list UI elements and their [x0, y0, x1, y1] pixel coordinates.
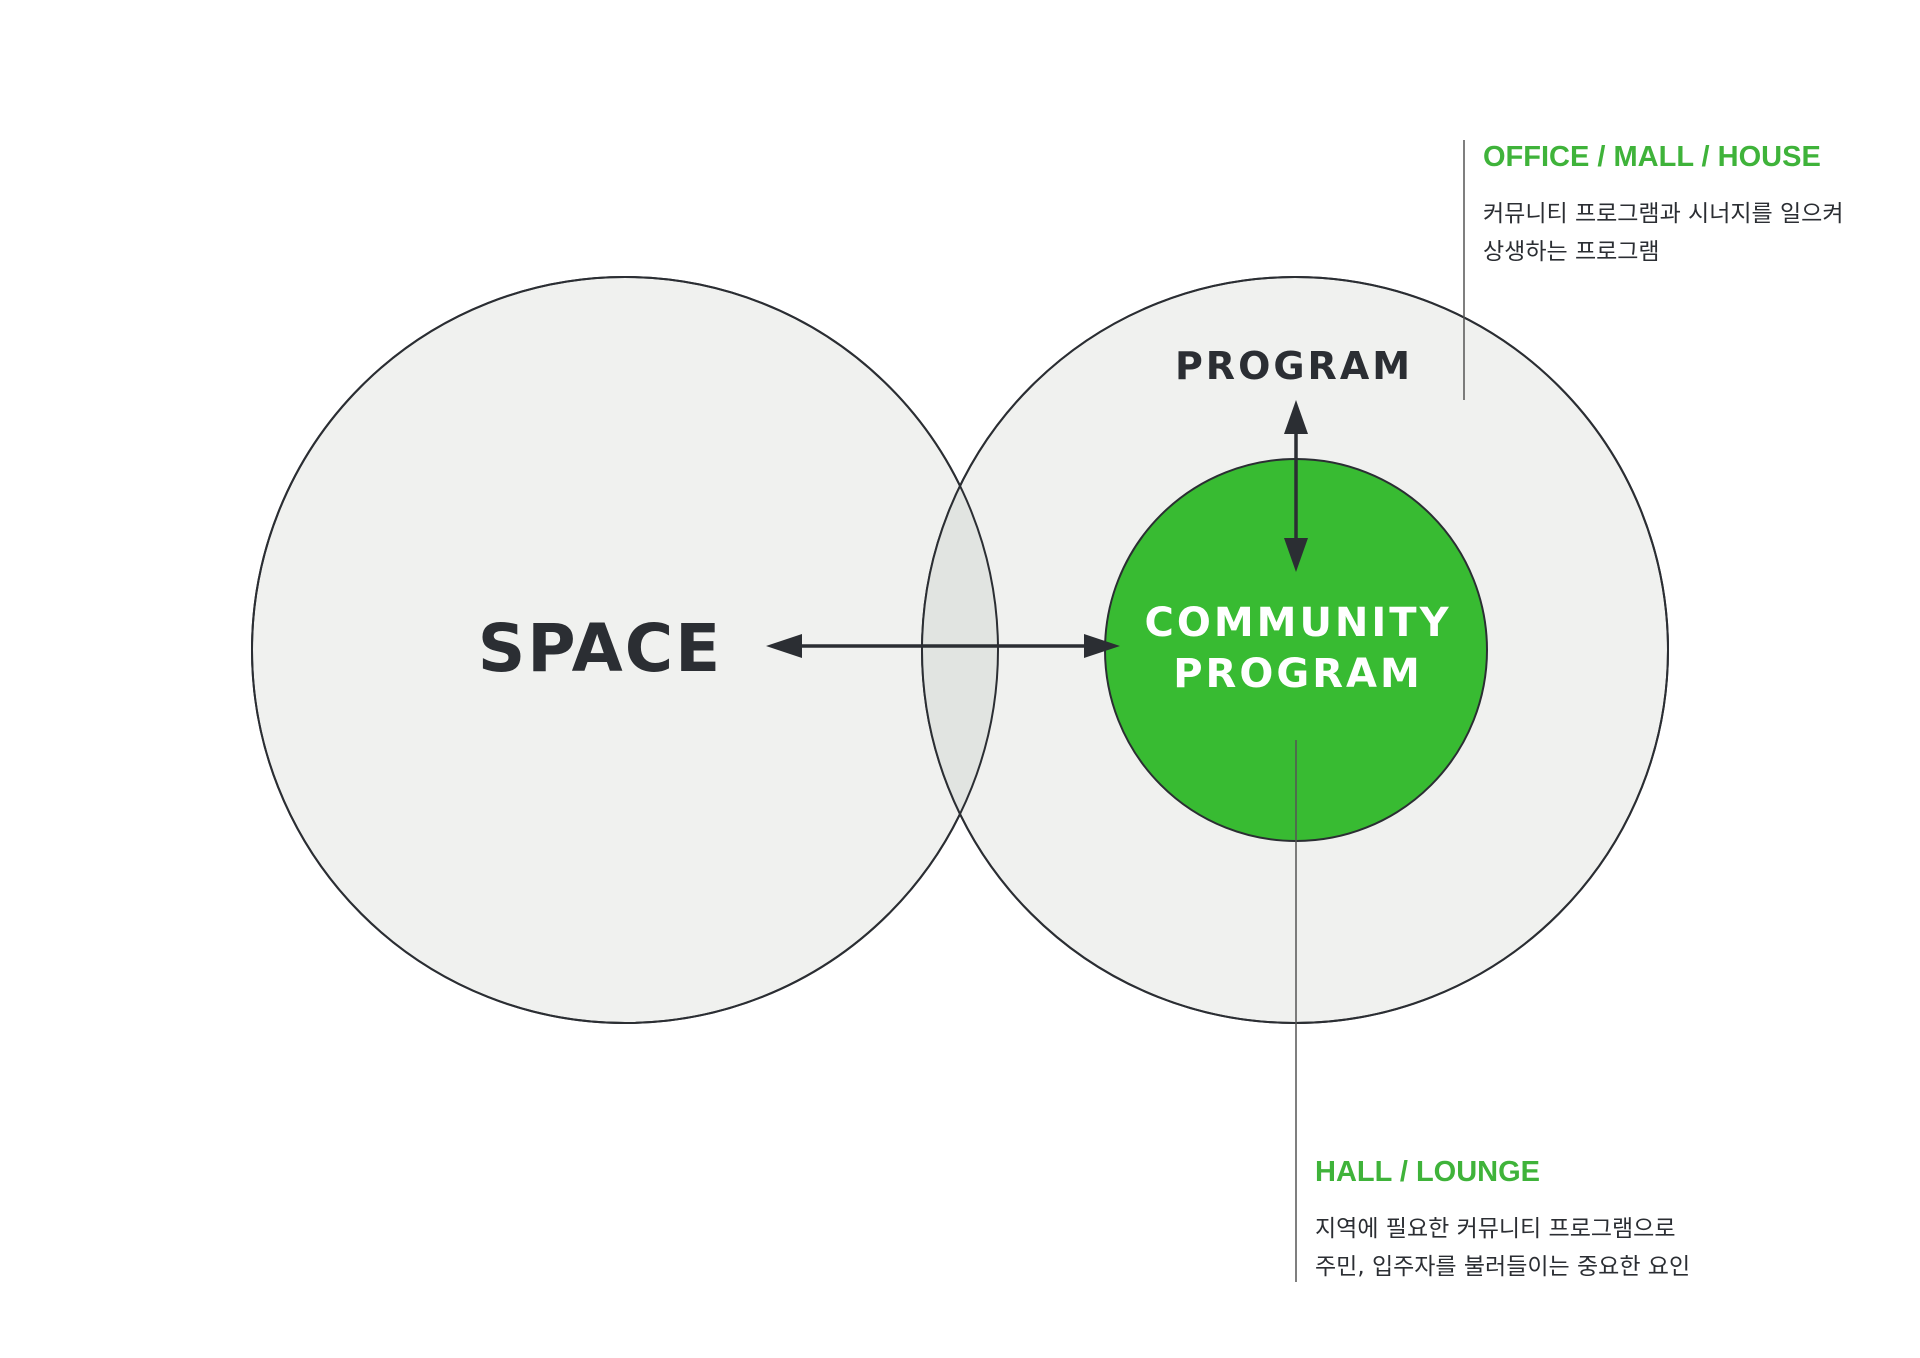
arrowhead-down-icon [1284, 538, 1308, 572]
program-label: PROGRAM [1175, 344, 1413, 388]
space-label: SPACE [478, 610, 722, 687]
hall-annotation-desc-line1: 지역에 필요한 커뮤니티 프로그램으로 [1315, 1216, 1676, 1242]
arrowhead-right-icon [1084, 634, 1120, 658]
space-community-double-arrow [766, 634, 1120, 658]
office-annotation-desc-line1: 커뮤니티 프로그램과 시너지를 일으켜 [1483, 201, 1844, 227]
community-label-line1: COMMUNITY [1144, 600, 1451, 646]
office-annotation-desc-line2: 상생하는 프로그램 [1483, 239, 1660, 265]
arrowhead-left-icon [766, 634, 802, 658]
program-community-double-arrow [1284, 400, 1308, 572]
hall-annotation-title: HALL / LOUNGE [1315, 1156, 1540, 1188]
program-circle-outline [921, 276, 1669, 1024]
office-annotation-title: OFFICE / MALL / HOUSE [1483, 141, 1821, 173]
community-label-line2: PROGRAM [1173, 651, 1423, 697]
space-circle-outline [251, 276, 999, 1024]
arrowhead-up-icon [1284, 400, 1308, 434]
hall-annotation-desc-line2: 주민, 입주자를 불러들이는 중요한 요인 [1315, 1254, 1690, 1280]
